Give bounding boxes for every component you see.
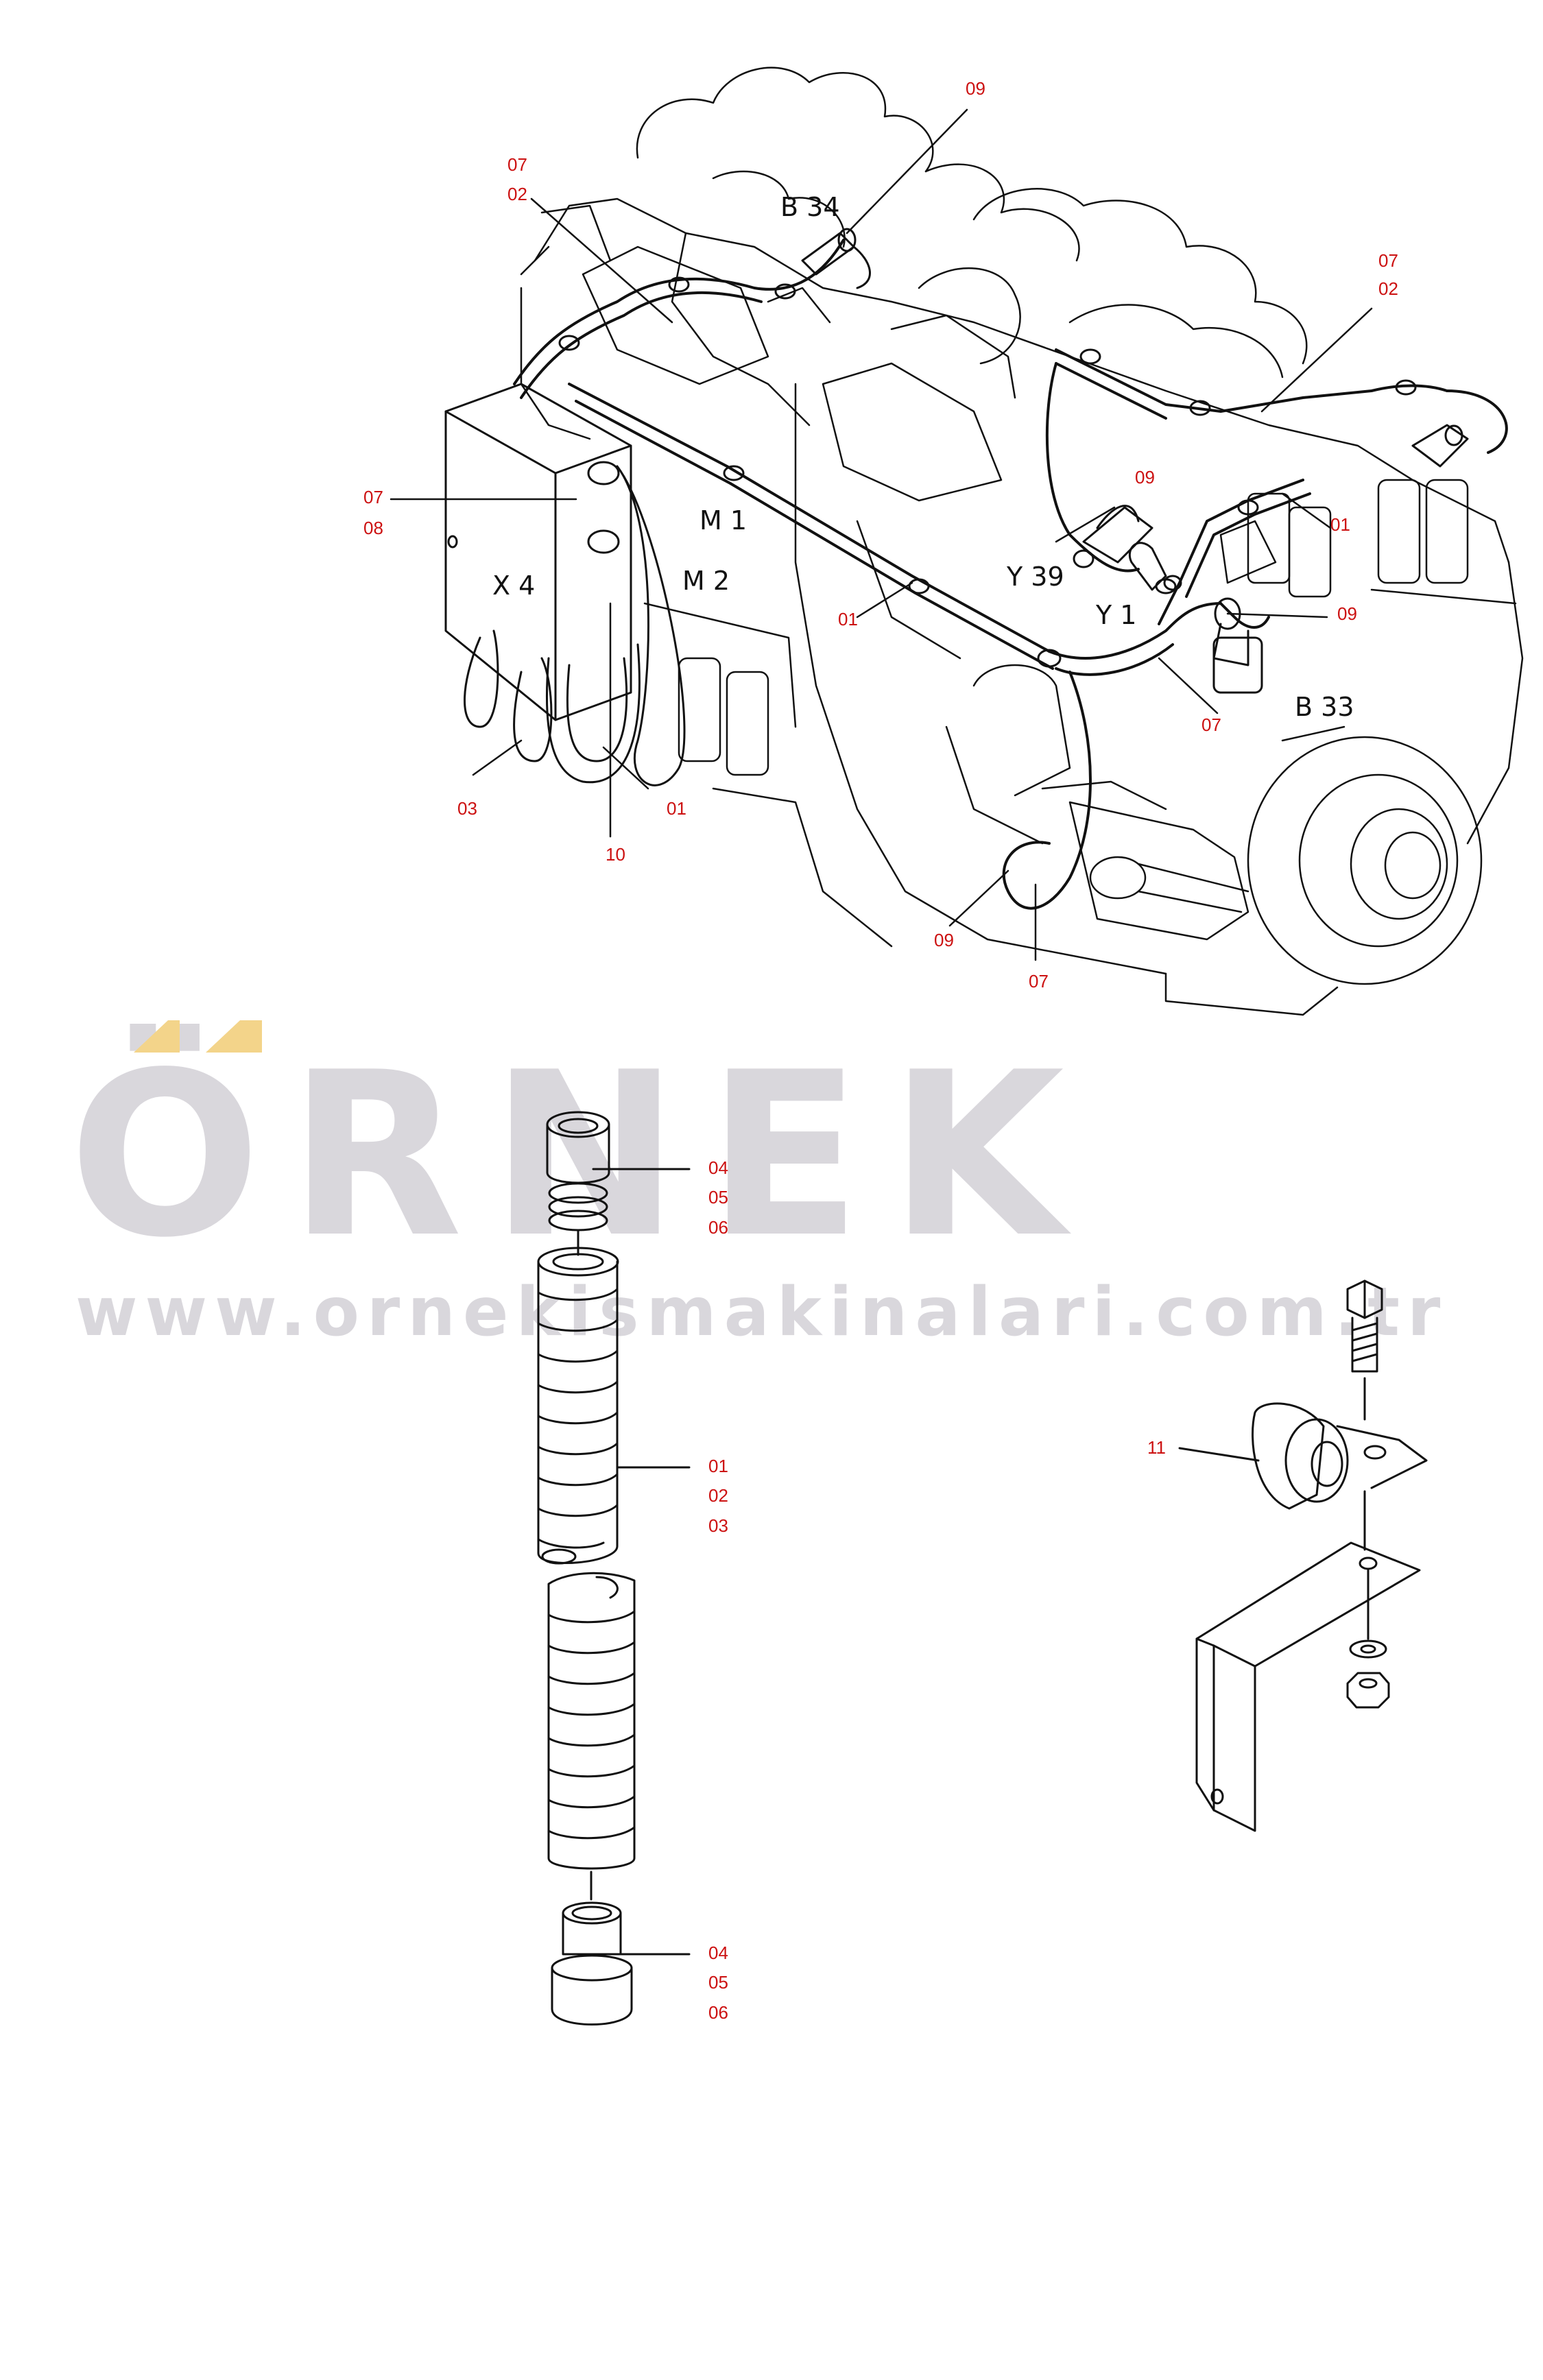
label-y1: Y 1 xyxy=(1096,600,1137,630)
label-y39: Y 39 xyxy=(1007,562,1064,592)
callout-04-lower: 04 xyxy=(708,1943,728,1963)
callout-08-left: 08 xyxy=(363,518,383,538)
callout-01-mid: 01 xyxy=(838,609,858,629)
callout-09-top: 09 xyxy=(966,78,985,99)
label-b33: B 33 xyxy=(1295,692,1354,722)
engine-leaders xyxy=(390,108,1373,961)
callout-01-hose: 01 xyxy=(708,1456,728,1476)
callout-04-upper: 04 xyxy=(708,1157,728,1178)
callout-02-topright: 02 xyxy=(1378,278,1398,299)
harness-clips xyxy=(558,276,1417,668)
clamp-bracket-assembly xyxy=(1178,1279,1428,1832)
y39-solenoid xyxy=(1073,505,1153,568)
callout-05-upper: 05 xyxy=(708,1187,728,1207)
callout-03-bottom: 03 xyxy=(457,798,477,819)
label-m1: M 1 xyxy=(699,505,747,536)
callout-09-mid: 09 xyxy=(1135,467,1155,488)
x4-junction-box xyxy=(444,383,686,786)
callout-07-b33: 07 xyxy=(1201,714,1221,735)
callout-07-left: 07 xyxy=(363,487,383,507)
callout-06-lower: 06 xyxy=(708,2002,728,2023)
callout-05-lower: 05 xyxy=(708,1972,728,1993)
callout-02-topleft: 02 xyxy=(507,184,527,204)
y1-solenoid xyxy=(1128,542,1182,591)
label-b34: B 34 xyxy=(780,192,840,222)
b33-sensor xyxy=(1212,597,1263,694)
watermark-logo: ÖRNEK xyxy=(69,1024,1092,1287)
callout-07-topleft: 07 xyxy=(507,154,527,175)
callout-09-sensor: 09 xyxy=(934,930,954,950)
callout-01-bottom: 01 xyxy=(667,798,686,819)
callout-10-bottom: 10 xyxy=(606,844,625,865)
callout-02-hose: 02 xyxy=(708,1485,728,1506)
label-m2: M 2 xyxy=(682,566,730,596)
callout-03-hose: 03 xyxy=(708,1515,728,1536)
watermark-url: www.ornekismakinalari.com.tr xyxy=(75,1273,1448,1351)
callout-09-b33: 09 xyxy=(1337,603,1357,624)
callout-01-right: 01 xyxy=(1330,514,1350,535)
callout-11-clamp: 11 xyxy=(1147,1437,1166,1458)
callout-07-sensor: 07 xyxy=(1029,971,1049,991)
engine-outline xyxy=(520,67,1524,1016)
cable-harness xyxy=(513,239,1508,910)
b33-connector xyxy=(1411,424,1469,468)
callout-07-topright: 07 xyxy=(1378,250,1398,271)
label-x4: X 4 xyxy=(492,570,536,601)
callout-06-upper: 06 xyxy=(708,1217,728,1238)
watermark-accent xyxy=(134,1020,262,1053)
b34-sensor xyxy=(801,228,871,289)
hose-assembly xyxy=(537,1111,691,2026)
